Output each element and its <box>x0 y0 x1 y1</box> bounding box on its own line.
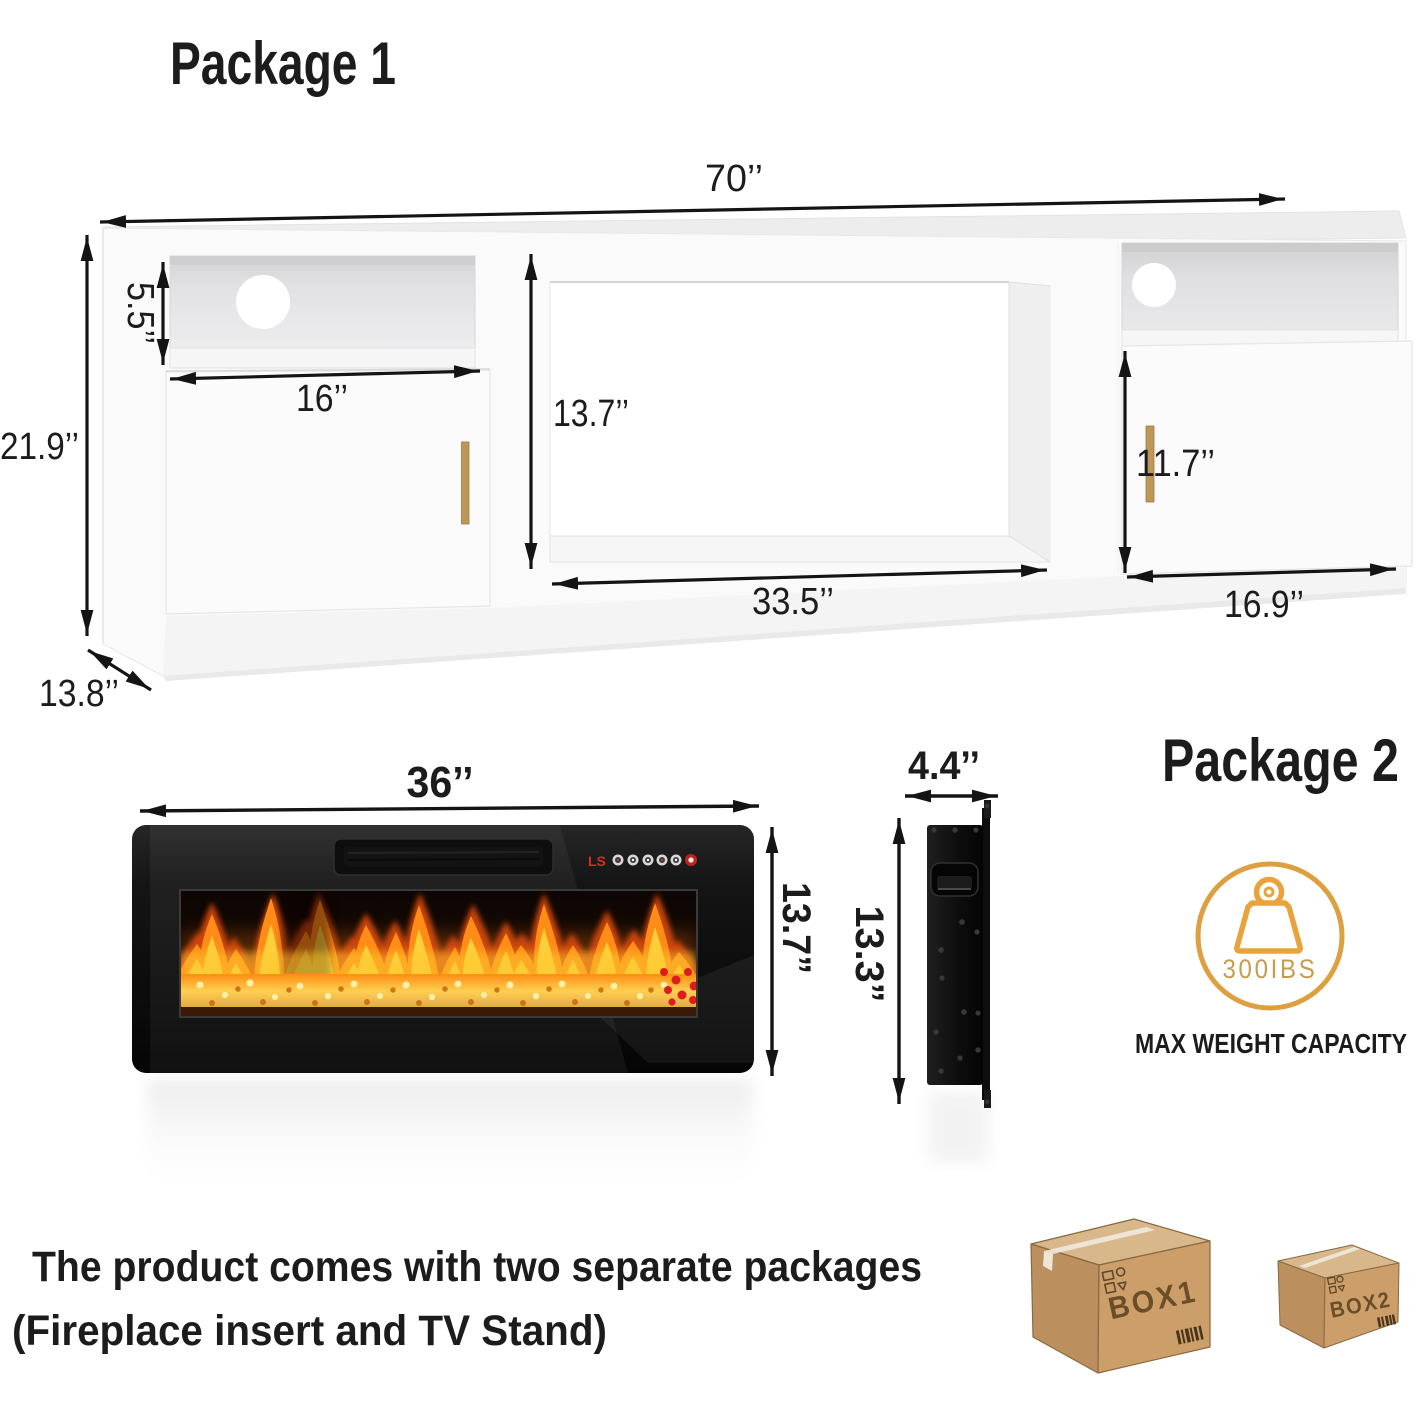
svg-text:16.9’’: 16.9’’ <box>1224 584 1304 626</box>
svg-text:13.8’’: 13.8’’ <box>39 673 119 715</box>
svg-text:36’’: 36’’ <box>407 758 474 807</box>
svg-text:(Fireplace insert and TV Stand: (Fireplace insert and TV Stand) <box>12 1307 607 1355</box>
svg-text:13.7”: 13.7” <box>774 882 818 974</box>
svg-text:13.3”: 13.3” <box>847 906 891 1003</box>
svg-text:300IBS: 300IBS <box>1223 954 1318 984</box>
svg-text:Package 1: Package 1 <box>170 30 396 97</box>
svg-text:13.7’’: 13.7’’ <box>553 393 629 435</box>
svg-text:Package 2: Package 2 <box>1162 727 1399 794</box>
svg-text:33.5’’: 33.5’’ <box>752 581 834 623</box>
svg-text:11.7’’: 11.7’’ <box>1136 443 1215 485</box>
svg-text:16’’: 16’’ <box>296 378 348 420</box>
svg-text:21.9’’: 21.9’’ <box>0 426 79 468</box>
svg-text:LS: LS <box>588 853 606 869</box>
svg-text:70’’: 70’’ <box>705 158 763 200</box>
svg-text:MAX WEIGHT CAPACITY: MAX WEIGHT CAPACITY <box>1135 1028 1407 1059</box>
svg-text:5.5’’: 5.5’’ <box>119 282 161 344</box>
svg-text:4.4’’: 4.4’’ <box>908 744 980 788</box>
svg-text:The product comes with two sep: The product comes with two separate pack… <box>32 1243 922 1291</box>
